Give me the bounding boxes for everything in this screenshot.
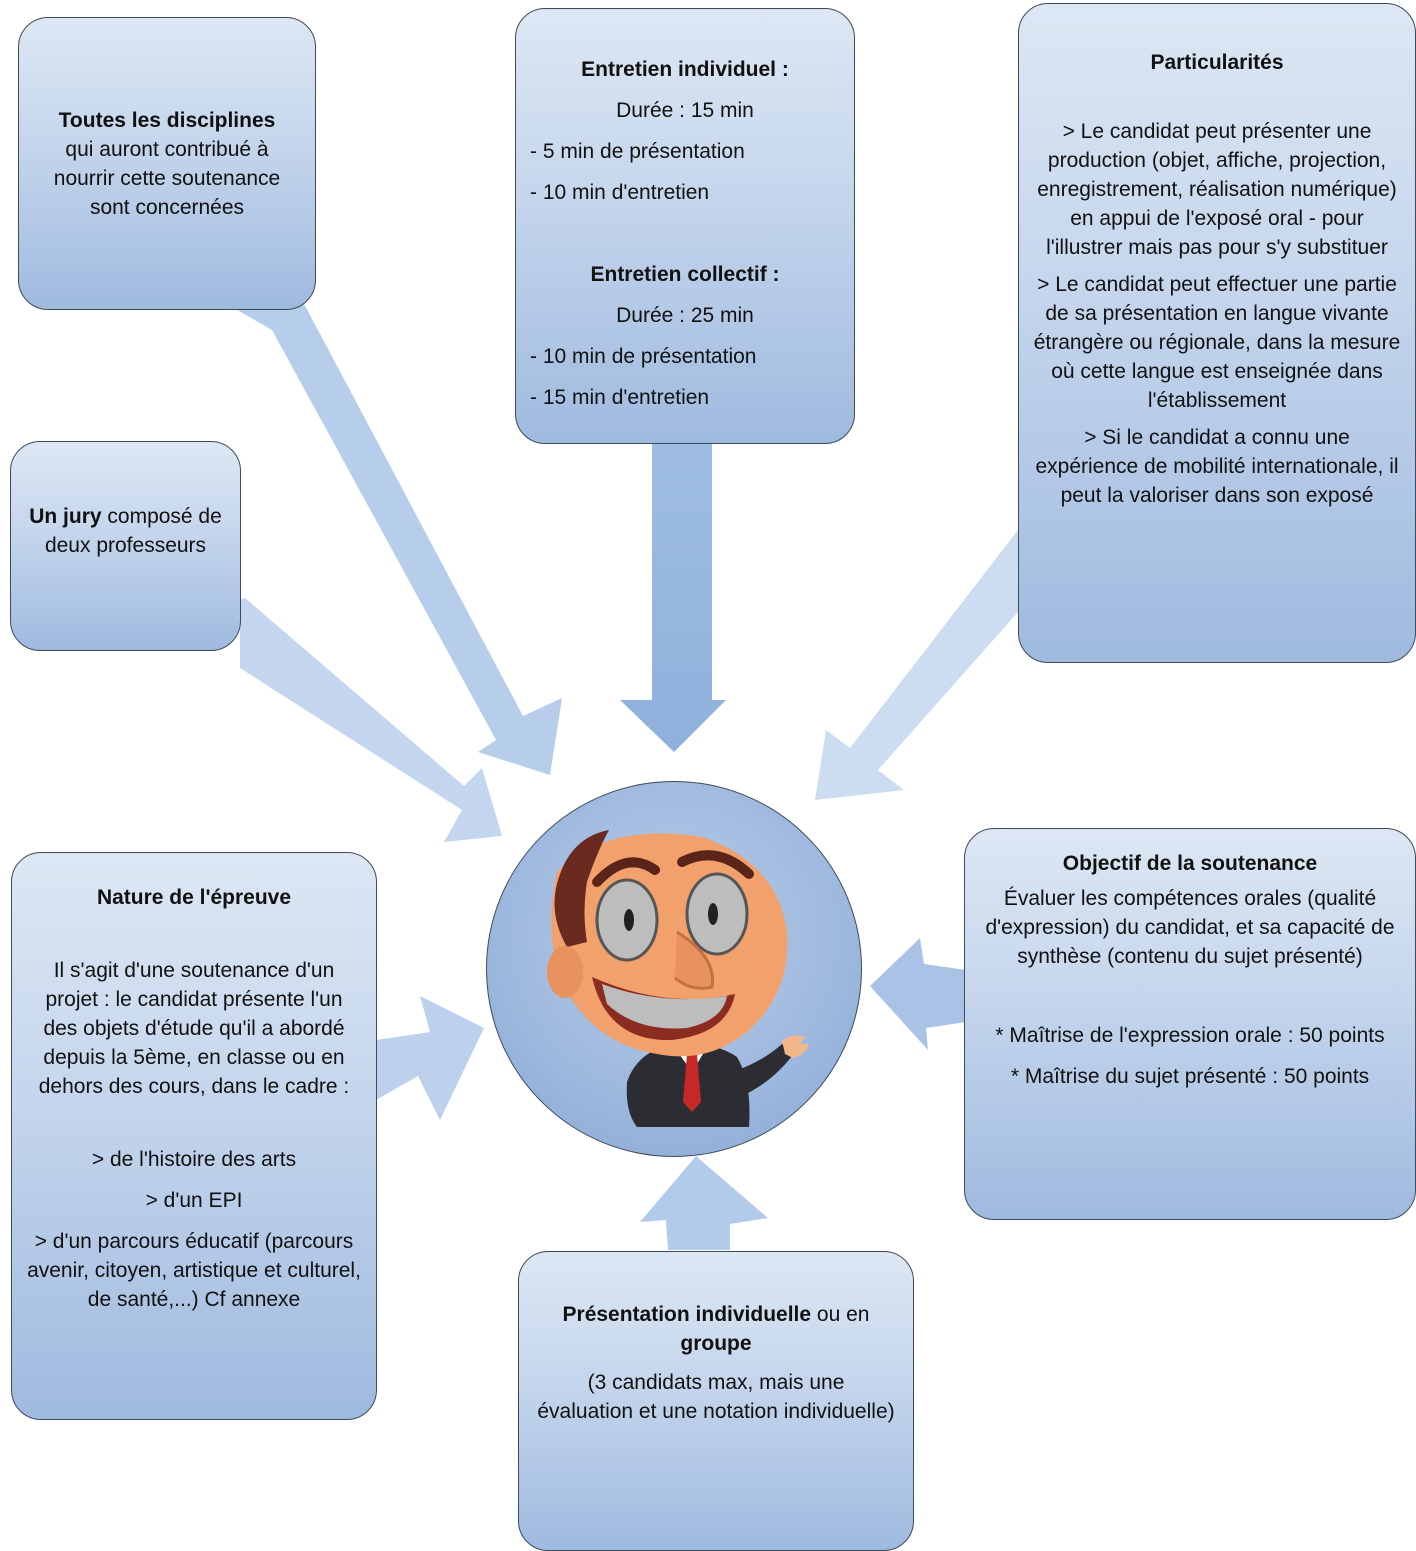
- box-entretien: Entretien individuel : Durée : 15 min - …: [515, 8, 855, 444]
- particularites-item: > Le candidat peut présenter une product…: [1037, 120, 1397, 259]
- arrow-particularites: [815, 530, 1018, 800]
- nature-intro: Il s'agit d'une soutenance d'un projet :…: [38, 959, 350, 1098]
- arrow-nature: [376, 996, 484, 1120]
- entretien-individuel-duree: Durée : 15 min: [616, 99, 754, 122]
- entretien-collectif-duree: Durée : 25 min: [616, 304, 754, 327]
- nature-title: Nature de l'épreuve: [96, 886, 292, 909]
- objectif-criterion: * Maîtrise de l'expression orale : 50 po…: [995, 1024, 1385, 1047]
- jury-text: composé de deux professeurs: [44, 505, 222, 557]
- cartoon-teacher-icon: [547, 830, 809, 1127]
- entretien-individuel-presentation: - 5 min de présentation: [530, 140, 745, 163]
- objectif-criterion: * Maîtrise du sujet présenté : 50 points: [1010, 1065, 1370, 1088]
- entretien-collectif-entretien: - 15 min d'entretien: [530, 386, 710, 409]
- particularites-item: > Le candidat peut effectuer une partie …: [1033, 273, 1401, 412]
- box-particularites: Particularités > Le candidat peut présen…: [1018, 3, 1416, 663]
- disciplines-title: Toutes les disciplines: [58, 109, 276, 132]
- entretien-individuel-title: Entretien individuel :: [581, 58, 789, 81]
- objectif-title: Objectif de la soutenance: [1062, 852, 1318, 875]
- arrow-entretien: [620, 440, 726, 752]
- presentation-title-b: groupe: [680, 1332, 752, 1355]
- box-nature: Nature de l'épreuve Il s'agit d'une sout…: [11, 852, 377, 1420]
- particularites-title: Particularités: [1150, 51, 1284, 74]
- box-jury: Un jury composé de deux professeurs: [10, 441, 241, 651]
- nature-item: > d'un EPI: [145, 1189, 243, 1212]
- center-circle: [486, 781, 862, 1157]
- box-objectif: Objectif de la soutenance Évaluer les co…: [964, 828, 1416, 1220]
- jury-title: Un jury: [29, 505, 102, 528]
- nature-item: > d'un parcours éducatif (parcours aveni…: [27, 1230, 361, 1311]
- presentation-text: (3 candidats max, mais une évaluation et…: [537, 1371, 895, 1423]
- arrow-objectif: [870, 938, 966, 1050]
- box-presentation: Présentation individuelle ou en groupe (…: [518, 1251, 914, 1551]
- arrow-disciplines: [220, 300, 562, 775]
- particularites-item: > Si le candidat a connu une expérience …: [1035, 426, 1399, 507]
- disciplines-text: qui auront contribué à nourrir cette sou…: [53, 138, 281, 219]
- objectif-text: Évaluer les compétences orales (qualité …: [985, 887, 1395, 968]
- entretien-collectif-title: Entretien collectif :: [590, 263, 780, 286]
- entretien-collectif-presentation: - 10 min de présentation: [530, 345, 757, 368]
- arrow-presentation: [640, 1156, 768, 1250]
- presentation-title-a: Présentation individuelle: [562, 1303, 812, 1326]
- nature-item: > de l'histoire des arts: [91, 1148, 297, 1171]
- entretien-individuel-entretien: - 10 min d'entretien: [530, 181, 710, 204]
- box-disciplines: Toutes les disciplines qui auront contri…: [18, 17, 316, 310]
- presentation-mid: ou en: [816, 1303, 870, 1326]
- arrow-jury: [240, 598, 502, 842]
